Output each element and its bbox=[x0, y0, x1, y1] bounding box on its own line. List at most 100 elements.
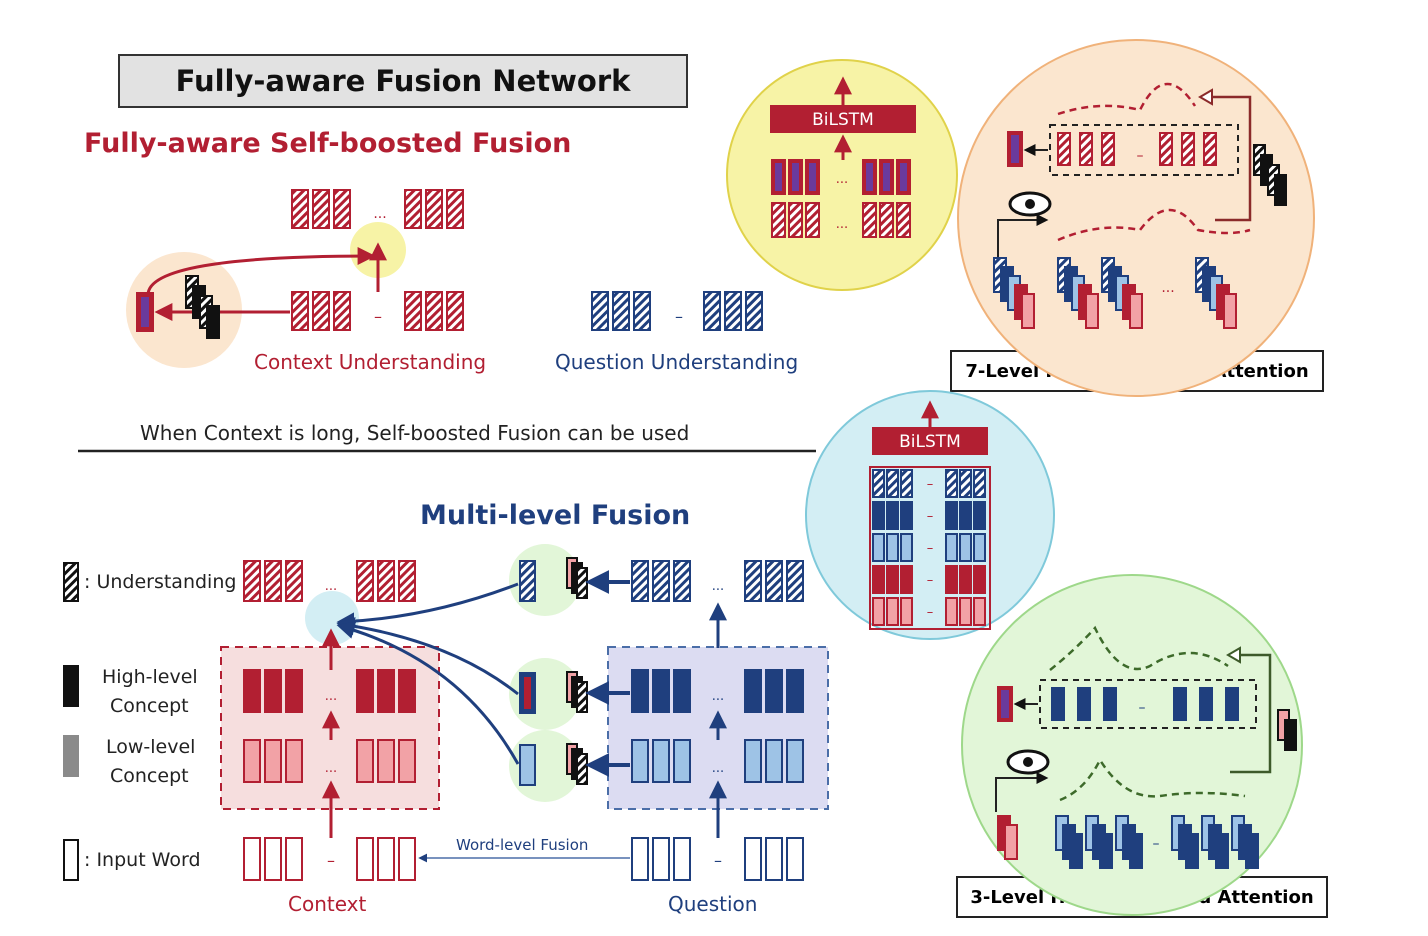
context-understanding-label: Context Understanding bbox=[254, 350, 487, 374]
ellipsis-mark: ... bbox=[836, 217, 848, 232]
question-understanding-bar bbox=[724, 291, 742, 331]
question-low-summary-bar bbox=[519, 744, 536, 786]
context-understanding-bar bbox=[377, 560, 395, 602]
legend-understanding-icon bbox=[63, 562, 79, 602]
ellipsis-mark: ... bbox=[712, 761, 724, 776]
dash-mark: – bbox=[1137, 148, 1144, 164]
context-high-level-bar bbox=[285, 669, 303, 713]
word-history-stack-bar bbox=[1021, 293, 1035, 329]
question-input-word-bar bbox=[652, 837, 670, 881]
question-understanding-bar bbox=[633, 291, 651, 331]
question-understanding-label: Question Understanding bbox=[555, 350, 799, 374]
word-history-stack-bar bbox=[1215, 833, 1229, 869]
high-level-fusion-arrow bbox=[336, 617, 519, 696]
context-high-level-bar bbox=[398, 669, 416, 713]
history-stack-bar bbox=[576, 753, 588, 785]
legend-high-level-1: High-level bbox=[102, 666, 198, 688]
attention-history-bar bbox=[1203, 132, 1217, 166]
yellow-understanding-bar bbox=[862, 202, 877, 238]
question-low-level-bar bbox=[673, 739, 691, 783]
attention-history-bar bbox=[1079, 132, 1093, 166]
yellow-hidden-bar-inner bbox=[866, 163, 873, 191]
cyan-stack-bar bbox=[872, 597, 885, 626]
cyan-stack-bar bbox=[900, 565, 913, 594]
dash-mark: – bbox=[714, 851, 722, 870]
bilstm-label: BiLSTM bbox=[899, 432, 961, 452]
context-understanding-bar bbox=[333, 291, 351, 331]
context-input-word-bar bbox=[285, 837, 303, 881]
attention-output-bar-inner bbox=[1001, 690, 1009, 718]
context-low-level-bar bbox=[356, 739, 374, 783]
cyan-stack-bar bbox=[973, 565, 986, 594]
context-high-level-bar bbox=[264, 669, 282, 713]
cyan-stack-bar bbox=[945, 565, 958, 594]
context-understanding-bar bbox=[356, 560, 374, 602]
question-low-level-bar bbox=[744, 739, 762, 783]
cyan-stack-bar bbox=[973, 469, 986, 498]
cyan-stack-bar bbox=[872, 469, 885, 498]
cyan-stack-bar bbox=[872, 533, 885, 562]
history-stack-bar bbox=[1284, 719, 1297, 751]
cyan-stack-bar bbox=[959, 565, 972, 594]
cyan-stack-frame bbox=[869, 466, 991, 630]
legend-input-word: : Input Word bbox=[84, 849, 201, 871]
attention-history-bar bbox=[1057, 132, 1071, 166]
word-history-stack-bar bbox=[1004, 824, 1018, 860]
question-high-level-bar bbox=[744, 669, 762, 713]
yellow-understanding-bar bbox=[788, 202, 803, 238]
question-understanding-summary-bar bbox=[519, 560, 536, 602]
attention-history-bar bbox=[1159, 132, 1173, 166]
legend-low-level-2: Concept bbox=[110, 765, 189, 787]
multi-level-heading: Multi-level Fusion bbox=[420, 500, 691, 531]
question-high-level-bar bbox=[673, 669, 691, 713]
cyan-stack-bar bbox=[886, 565, 899, 594]
attention-weight-curve bbox=[1057, 82, 1197, 116]
context-understanding-bar bbox=[404, 291, 422, 331]
eye-pupil-icon bbox=[1025, 199, 1035, 209]
context-understanding-bar bbox=[291, 291, 309, 331]
cyan-stack-bar bbox=[959, 501, 972, 530]
attention-history-bar bbox=[1173, 687, 1187, 721]
word-history-stack-bar bbox=[1245, 833, 1259, 869]
cyan-stack-bar bbox=[959, 469, 972, 498]
question-input-word-bar bbox=[631, 837, 649, 881]
question-understanding-bar bbox=[652, 560, 670, 602]
attention-history-bar bbox=[1077, 687, 1091, 721]
ellipsis-mark: ... bbox=[373, 206, 386, 222]
cyan-stack-bar bbox=[900, 501, 913, 530]
word-level-fusion-label: Word-level Fusion bbox=[456, 836, 589, 854]
cyan-stack-bar bbox=[886, 533, 899, 562]
context-understanding-bar bbox=[398, 560, 416, 602]
cyan-stack-bar bbox=[945, 597, 958, 626]
context-low-level-bar bbox=[398, 739, 416, 783]
dash-mark: – bbox=[675, 307, 683, 326]
legend-low-level-1: Low-level bbox=[106, 736, 196, 758]
question-understanding-bar bbox=[591, 291, 609, 331]
context-high-level-bar bbox=[243, 669, 261, 713]
word-history-stack-bar bbox=[1185, 833, 1199, 869]
dash-mark: – bbox=[1153, 836, 1160, 852]
cyan-stack-bar bbox=[886, 469, 899, 498]
question-understanding-bar bbox=[612, 291, 630, 331]
yellow-understanding-bar bbox=[896, 202, 911, 238]
attention-feedback-line bbox=[1210, 95, 1252, 222]
attention-history-bar bbox=[1101, 132, 1115, 166]
bilstm-block bbox=[770, 105, 916, 133]
question-input-word-bar bbox=[673, 837, 691, 881]
yellow-hidden-bar-inner bbox=[775, 163, 782, 191]
context-understanding-bar bbox=[285, 560, 303, 602]
title-banner: Fully-aware Fusion Network bbox=[118, 54, 688, 108]
bilstm-block bbox=[872, 427, 988, 455]
dash-mark: – bbox=[327, 851, 335, 870]
question-understanding-bar bbox=[673, 560, 691, 602]
self-history-curve-arrow bbox=[146, 247, 376, 296]
dash-mark: – bbox=[927, 541, 934, 556]
context-understanding-bar bbox=[243, 560, 261, 602]
attention-history-bar bbox=[1051, 687, 1065, 721]
cyan-stack-bar bbox=[959, 597, 972, 626]
eye-attention-arrow bbox=[997, 214, 1049, 260]
legend-low-level-icon bbox=[63, 735, 79, 777]
question-high-level-bar bbox=[765, 669, 783, 713]
context-input-word-bar bbox=[356, 837, 374, 881]
yellow-hidden-bar-inner bbox=[809, 163, 816, 191]
